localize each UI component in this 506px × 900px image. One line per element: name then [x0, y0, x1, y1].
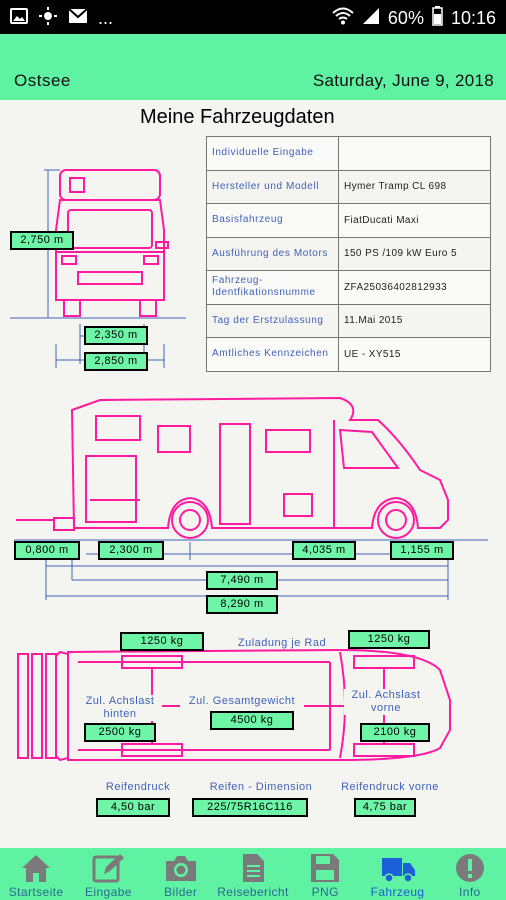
nav-png[interactable]: PNG	[289, 848, 361, 900]
rear-overhang-dim: 0,800 m	[14, 541, 80, 560]
front-axle-value: 2100 kg	[360, 723, 430, 742]
nav-label: Eingabe	[85, 885, 132, 899]
front-wheel-load: 1250 kg	[348, 630, 430, 649]
rear-wheel-load: 1250 kg	[120, 632, 204, 651]
front-outer-width-dim: 2,850 m	[84, 352, 148, 371]
bottom-navigation: Startseite Eingabe Bilder Reisebericht P…	[0, 848, 506, 900]
front-overhang-dim: 1,155 m	[390, 541, 454, 560]
location-label: Ostsee	[14, 71, 71, 90]
rear-axle-label: Zul. Achslast hinten	[78, 695, 162, 721]
tire-dimension-value: 225/75R16C116	[192, 798, 308, 817]
home-icon	[22, 855, 51, 882]
image-icon	[10, 8, 28, 28]
nav-label: Bilder	[164, 885, 198, 899]
front-pressure-value: 4,75 bar	[354, 798, 416, 817]
nav-bilder[interactable]: Bilder	[145, 848, 217, 900]
body-length-dim: 7,490 m	[206, 571, 278, 590]
front-view-drawing	[51, 169, 169, 317]
more-dots: ...	[98, 8, 114, 28]
wheelbase-dim: 4,035 m	[292, 541, 356, 560]
row-label: Basisfahrzeug	[206, 203, 339, 238]
info-icon	[455, 854, 484, 882]
front-pressure-label: Reifendruck vorne	[341, 781, 439, 793]
status-bar: ... 60% 10:16	[0, 0, 506, 34]
rear-to-axle-dim: 2,300 m	[98, 541, 164, 560]
nav-label: Info	[459, 885, 481, 899]
nav-label: PNG	[311, 885, 339, 899]
per-wheel-label: Zuladung je Rad	[237, 637, 327, 649]
front-axle-label: Zul. Achslast vorne	[344, 689, 428, 715]
total-weight-label: Zul. Gesamtgewicht	[180, 695, 304, 708]
rear-pressure-value: 4,50 bar	[96, 798, 170, 817]
battery-icon	[432, 6, 443, 31]
nav-label: Fahrzeug	[370, 885, 425, 899]
vehicle-drawings	[10, 169, 488, 762]
date-label: Saturday, June 9, 2018	[312, 71, 494, 90]
total-length-dim: 8,290 m	[206, 595, 278, 614]
wifi-icon	[332, 7, 354, 30]
rear-axle-value: 2500 kg	[84, 723, 156, 742]
nav-startseite[interactable]: Startseite	[0, 848, 72, 900]
battery-text: 60%	[387, 8, 424, 28]
table-row: Individuelle Eingabe	[206, 136, 491, 171]
nav-fahrzeug[interactable]: Fahrzeug	[361, 848, 433, 900]
side-view-drawing	[16, 396, 449, 539]
row-label: Tag der Erstzulassung	[206, 303, 339, 338]
row-value: 150 PS /109 kW Euro 5	[338, 236, 491, 271]
nav-eingabe[interactable]: Eingabe	[72, 848, 144, 900]
tire-dimension-label: Reifen - Dimension	[209, 781, 313, 793]
camera-icon	[165, 856, 196, 881]
save-icon	[311, 854, 340, 882]
edit-icon	[92, 854, 125, 883]
total-weight-value: 4500 kg	[210, 711, 294, 730]
row-label: Fahrzeug-Identfikationsnumme	[206, 270, 339, 305]
row-label: Amtliches Kennzeichen	[206, 337, 339, 372]
page-title: Meine Fahrzeugdaten	[140, 106, 335, 128]
document-icon	[242, 854, 264, 882]
clock: 10:16	[450, 8, 496, 28]
brightness-icon	[38, 7, 58, 29]
signal-icon	[362, 7, 380, 30]
nav-label: Startseite	[8, 885, 64, 899]
row-value: ZFA25036402812933	[338, 270, 491, 305]
truck-icon	[381, 858, 415, 883]
row-value: Hymer Tramp CL 698	[338, 169, 491, 204]
row-value: UE - XY515	[338, 337, 491, 372]
app-header: Ostsee Saturday, June 9, 2018	[0, 34, 506, 100]
row-value: FiatDucati Maxi	[338, 203, 491, 238]
nav-label: Reisebericht	[217, 885, 289, 899]
rear-pressure-label: Reifendruck	[105, 781, 171, 793]
mail-icon	[68, 8, 88, 28]
nav-info[interactable]: Info	[434, 848, 506, 900]
row-value[interactable]	[338, 136, 491, 171]
front-inner-width-dim: 2,350 m	[84, 326, 148, 345]
row-label: Individuelle Eingabe	[206, 136, 339, 171]
nav-reisebericht[interactable]: Reisebericht	[217, 848, 289, 900]
front-height-dim: 2,750 m	[10, 231, 74, 250]
